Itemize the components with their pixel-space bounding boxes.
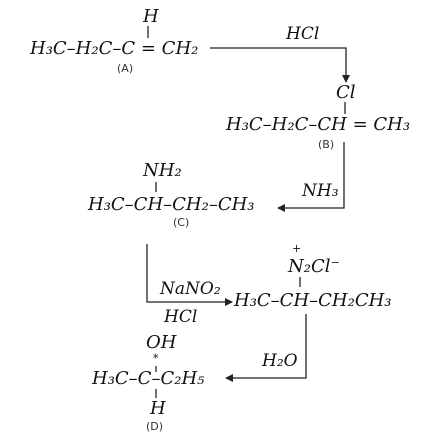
diazonium-formula: H₃C–CH–CH₂CH₃ [233, 290, 392, 311]
compound-c-amino-group: NH₂ [142, 160, 182, 181]
reagent-nh3: NH₃ [301, 181, 339, 201]
compound-b-formula: H₃C–H₂C–CH = CH₃ [225, 114, 410, 135]
reagent-nano2: NaNO₂ [159, 279, 221, 299]
compound-c-formula: H₃C–CH–CH₂–CH₃ [87, 194, 255, 215]
reagent-h2o: H₂O [261, 351, 298, 371]
compound-a-formula: H₃C–H₂C–C = CH₂ [29, 38, 198, 59]
reagent-hcl: HCl [285, 24, 319, 44]
reagent-hcl-second: HCl [163, 307, 197, 327]
compound-d-chiral-star: * [153, 352, 159, 365]
compound-b-label: (B) [318, 138, 334, 151]
diazonium-charge: + [292, 242, 301, 255]
compound-d: OH * H₃C–C–C₂H₅ H (D) [91, 332, 204, 433]
compound-d-formula: H₃C–C–C₂H₅ [91, 368, 204, 389]
arrow-diazonium-to-d-line [225, 314, 307, 382]
compound-a: H H₃C–H₂C–C = CH₂ (A) [29, 6, 198, 75]
compound-c-label: (C) [173, 216, 189, 229]
compound-b-chlorine: Cl [336, 82, 356, 103]
compound-a-label: (A) [117, 62, 133, 75]
compound-b: Cl H₃C–H₂C–CH = CH₃ (B) [225, 82, 410, 151]
arrow-b-to-c: NH₃ [277, 142, 345, 212]
diazonium-salt: + N₂Cl⁻ H₃C–CH–CH₂CH₃ [233, 242, 392, 311]
compound-d-label: (D) [146, 420, 163, 433]
compound-a-hydrogen: H [142, 6, 159, 27]
arrow-c-to-diazonium: NaNO₂ HCl [146, 244, 233, 327]
arrow-a-to-b: HCl [210, 24, 350, 83]
compound-c: NH₂ H₃C–CH–CH₂–CH₃ (C) [87, 160, 255, 229]
compound-d-hydrogen: H [149, 398, 166, 419]
arrow-c-to-diazonium-line [146, 244, 233, 306]
arrow-a-to-b-line [210, 47, 350, 83]
diazonium-group: N₂Cl⁻ [287, 256, 340, 277]
arrow-diazonium-to-d: H₂O [225, 314, 307, 382]
arrow-b-to-c-line [277, 142, 345, 212]
compound-d-hydroxyl: OH [146, 332, 177, 353]
